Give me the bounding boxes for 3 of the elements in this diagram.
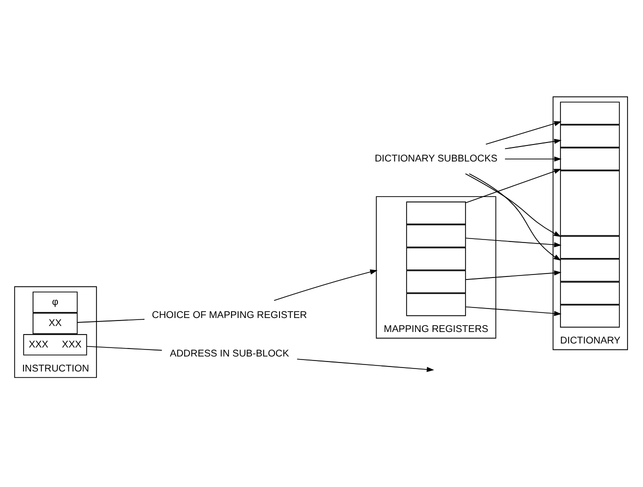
node-text: DICTIONARY SUBBLOCKS xyxy=(374,154,498,165)
node-text: CHOICE OF MAPPING REGISTER xyxy=(152,310,308,321)
node-text: ADDRESS IN SUB-BLOCK xyxy=(170,348,290,360)
